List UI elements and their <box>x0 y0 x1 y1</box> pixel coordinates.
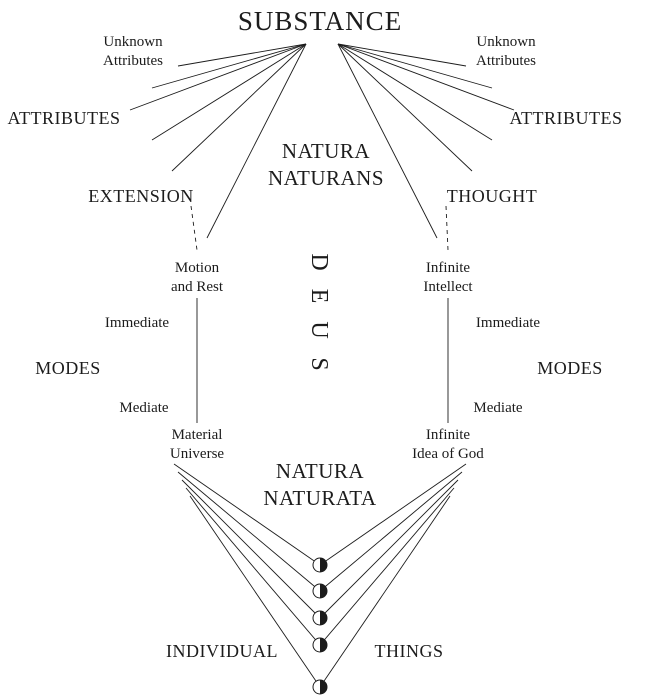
right-immediate-label: Immediate <box>476 315 540 331</box>
fan-line <box>151 43 307 141</box>
converging-line <box>181 479 321 619</box>
right-mediate-label: Mediate <box>473 400 522 416</box>
thing-node-half <box>320 558 327 572</box>
individual-label: INDIVIDUAL <box>166 641 278 661</box>
fan-line <box>337 43 467 67</box>
fan-line <box>177 43 307 67</box>
right-attributes-label: ATTRIBUTES <box>510 108 623 128</box>
material-universe-line1: Material <box>172 427 223 443</box>
converging-line <box>319 487 455 646</box>
left-mediate-label: Mediate <box>119 400 168 416</box>
converging-line <box>177 471 321 592</box>
converging-line <box>319 471 463 592</box>
deus-letter-u: U <box>306 321 332 338</box>
infinite-intellect-line2: Intellect <box>423 279 473 295</box>
infinite-intellect-line1: Infinite <box>426 260 470 276</box>
fan-line <box>129 43 307 111</box>
individual-things-nodes <box>312 557 328 695</box>
deus-label: D E U S <box>306 253 332 370</box>
fan-line <box>171 43 307 172</box>
things-label: THINGS <box>375 641 444 661</box>
left-attributes-label: ATTRIBUTES <box>8 108 121 128</box>
left-attribute-fan <box>129 43 307 239</box>
fan-line <box>151 43 307 89</box>
fan-line <box>337 43 473 172</box>
left-individual-things-lines <box>173 463 321 688</box>
left-immediate-label: Immediate <box>105 315 169 331</box>
converging-line <box>185 487 321 646</box>
thing-node-half <box>320 611 327 625</box>
deus-letter-s: S <box>306 357 332 370</box>
converging-line <box>319 463 467 566</box>
natura-naturans-line2: NATURANS <box>268 166 384 190</box>
infinite-idea-of-god-line1: Infinite <box>426 427 470 443</box>
converging-line <box>173 463 321 566</box>
substance-label: SUBSTANCE <box>238 6 402 36</box>
left-modes-label: MODES <box>35 358 101 378</box>
extension-to-motion-dashed-line <box>190 205 198 251</box>
thing-node-half <box>320 638 327 652</box>
natura-naturata-line1: NATURA <box>276 459 365 483</box>
infinite-idea-of-god-line2: Idea of God <box>412 446 484 462</box>
thought-label: THOUGHT <box>447 186 538 206</box>
fan-line <box>206 43 307 239</box>
left-unknown-attributes-line1: Unknown <box>103 34 163 50</box>
right-unknown-attributes-line1: Unknown <box>476 34 536 50</box>
converging-line <box>189 495 321 688</box>
fan-line <box>337 43 493 141</box>
natura-naturata-line2: NATURATA <box>263 486 376 510</box>
natura-naturans-line1: NATURA <box>282 139 371 163</box>
thing-node-half <box>320 584 327 598</box>
right-unknown-attributes-line2: Attributes <box>476 53 536 69</box>
fan-line <box>337 43 493 89</box>
deus-letter-d: D <box>306 253 332 270</box>
fan-line <box>337 43 438 239</box>
converging-line <box>319 495 451 688</box>
motion-and-rest-line2: and Rest <box>171 279 224 295</box>
extension-label: EXTENSION <box>88 186 194 206</box>
fan-line <box>337 43 515 111</box>
motion-and-rest-line1: Motion <box>175 260 220 276</box>
material-universe-line2: Universe <box>170 446 224 462</box>
thing-node-half <box>320 680 327 694</box>
right-modes-label: MODES <box>537 358 603 378</box>
right-individual-things-lines <box>319 463 467 688</box>
converging-line <box>319 479 459 619</box>
thought-to-intellect-dashed-line <box>445 205 449 251</box>
deus-letter-e: E <box>306 289 332 304</box>
left-unknown-attributes-line2: Attributes <box>103 53 163 69</box>
right-attribute-fan <box>337 43 515 239</box>
